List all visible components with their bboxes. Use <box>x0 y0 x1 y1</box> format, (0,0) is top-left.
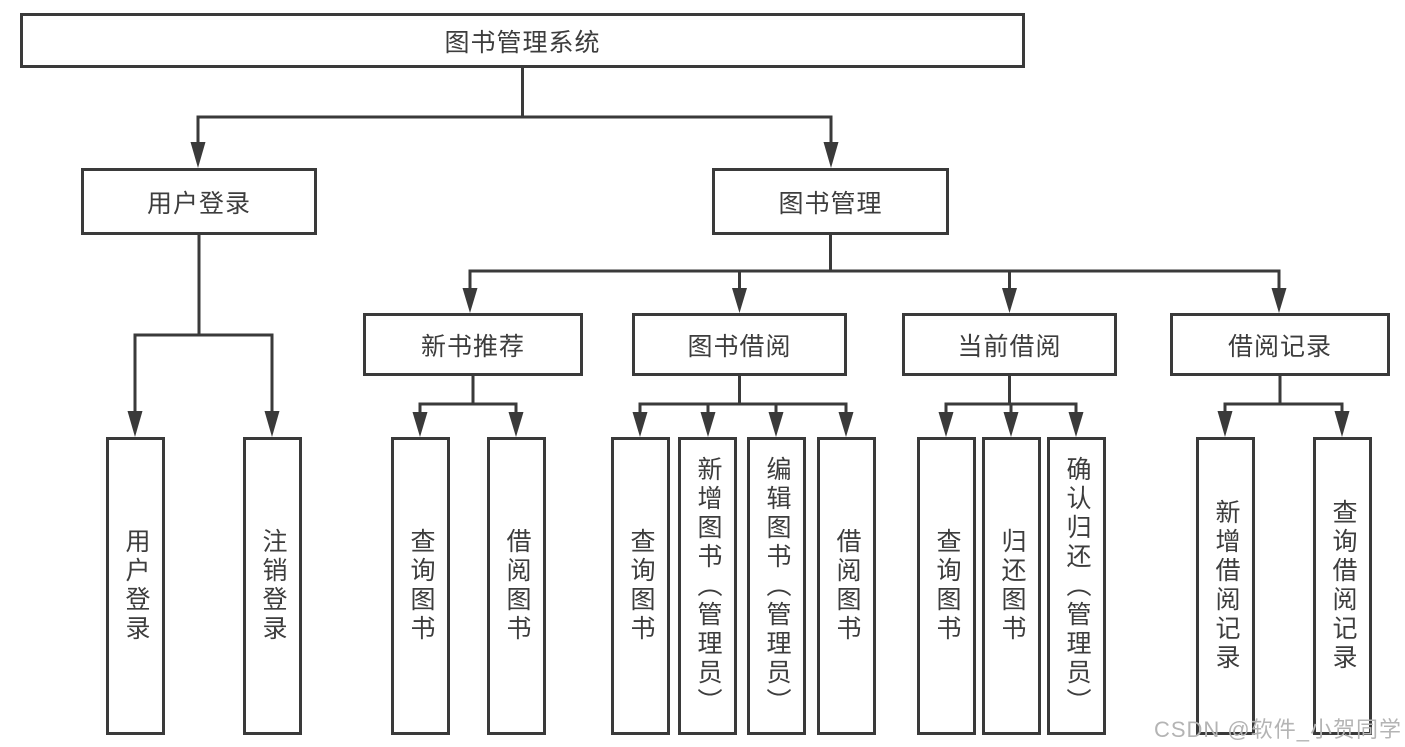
arrowhead <box>1334 411 1350 437</box>
arrowhead <box>838 412 854 437</box>
node-root-library-system: 图书管理系统 <box>20 13 1025 68</box>
arrowhead <box>508 412 524 437</box>
leaf-rec-query-books: 查询图书 <box>391 437 450 735</box>
arrowhead <box>1002 288 1017 313</box>
node-user-login: 用户登录 <box>81 168 317 235</box>
leaf-borrow-query-books: 查询图书 <box>611 437 670 735</box>
node-borrowing-records: 借阅记录 <box>1170 313 1390 376</box>
node-label: 查询借阅记录 <box>1329 499 1357 673</box>
connector-user-login-children <box>127 233 280 437</box>
connector-new-rec-children <box>412 374 524 437</box>
leaf-records-query-record: 查询借阅记录 <box>1313 437 1372 735</box>
arrowhead <box>127 411 143 437</box>
leaf-borrow-borrow-books: 借阅图书 <box>817 437 876 735</box>
node-label: 图书借阅 <box>687 332 792 361</box>
connector-borrow-records-children <box>1217 374 1350 437</box>
node-label: 图书管理系统 <box>444 28 601 57</box>
leaf-logout: 注销登录 <box>243 437 302 735</box>
arrowhead <box>632 412 648 437</box>
node-label: 新增借阅记录 <box>1212 499 1240 673</box>
connector-root-to-level2 <box>190 66 839 168</box>
arrowhead <box>412 412 428 437</box>
connector-book-mgmt-children <box>462 233 1287 313</box>
node-label: 编辑图书（管理员） <box>763 455 791 717</box>
arrowhead <box>190 142 206 168</box>
node-label: 查询图书 <box>407 528 435 644</box>
connector-book-borrow-children <box>632 374 854 437</box>
node-label: 新书推荐 <box>420 332 525 361</box>
arrowhead <box>938 412 954 437</box>
leaf-current-confirm-return-admin: 确认归还（管理员） <box>1047 437 1106 735</box>
leaf-current-query-books: 查询图书 <box>917 437 976 735</box>
arrowhead <box>1271 288 1287 313</box>
connector-current-borrow-children <box>938 374 1084 437</box>
node-label: 借阅记录 <box>1227 332 1332 361</box>
leaf-rec-borrow-books: 借阅图书 <box>487 437 546 735</box>
node-label: 图书管理 <box>778 189 883 218</box>
node-label: 归还图书 <box>998 528 1026 644</box>
node-new-book-recommend: 新书推荐 <box>363 313 583 376</box>
leaf-borrow-edit-books-admin: 编辑图书（管理员） <box>747 437 806 735</box>
node-book-borrowing: 图书借阅 <box>632 313 847 376</box>
node-label: 确认归还（管理员） <box>1063 455 1091 717</box>
node-label: 新增图书（管理员） <box>694 455 722 717</box>
csdn-watermark: CSDN @软件_小贺同学 <box>1153 717 1402 742</box>
arrowhead <box>732 288 747 313</box>
arrowhead <box>264 411 280 437</box>
node-label: 用户登录 <box>146 189 251 218</box>
arrowhead <box>700 412 716 437</box>
node-label: 查询图书 <box>933 528 961 644</box>
node-current-borrowing: 当前借阅 <box>902 313 1117 376</box>
arrowhead <box>1068 412 1084 437</box>
node-label: 借阅图书 <box>833 528 861 644</box>
node-book-management: 图书管理 <box>712 168 949 235</box>
arrowhead <box>1217 411 1233 437</box>
leaf-user-login: 用户登录 <box>106 437 165 735</box>
arrowhead <box>1003 412 1019 437</box>
node-label: 用户登录 <box>122 528 150 644</box>
arrowhead <box>462 288 478 313</box>
leaf-current-return-books: 归还图书 <box>982 437 1041 735</box>
node-label: 当前借阅 <box>957 332 1062 361</box>
leaf-borrow-add-books-admin: 新增图书（管理员） <box>678 437 737 735</box>
arrowhead <box>768 412 784 437</box>
leaf-records-add-record: 新增借阅记录 <box>1196 437 1255 735</box>
node-label: 借阅图书 <box>503 528 531 644</box>
node-label: 注销登录 <box>259 528 287 644</box>
node-label: 查询图书 <box>627 528 655 644</box>
arrowhead <box>823 142 839 168</box>
